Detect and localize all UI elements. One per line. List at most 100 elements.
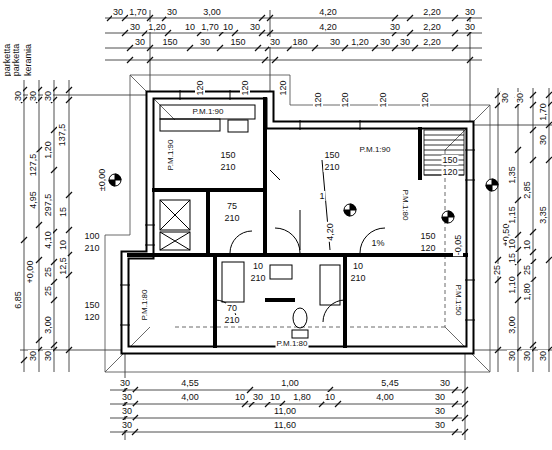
- dimension-label: 1,20: [147, 22, 167, 32]
- plan-stroke: [263, 97, 267, 253]
- dimension-label: 30: [522, 350, 532, 362]
- dimension-label: 120: [278, 79, 288, 96]
- dimension-label: 120: [340, 91, 350, 108]
- plan-stroke: [36, 257, 42, 263]
- dimension-label: 3,00: [507, 315, 517, 335]
- plan-stroke: [217, 45, 223, 51]
- dimension-label: 120: [240, 79, 250, 96]
- dimension-label: 1: [318, 191, 325, 201]
- plan-stroke: [344, 204, 356, 216]
- plan-stroke: [342, 45, 348, 51]
- plan-stroke: [323, 300, 345, 322]
- dimension-label: 150: [161, 37, 178, 47]
- dimension-label: 2,85: [522, 180, 532, 200]
- dimension-label: 210: [349, 273, 366, 283]
- dimension-label: -0,05: [453, 234, 463, 257]
- dimension-label: 12,5: [58, 256, 68, 276]
- plan-stroke: [120, 285, 130, 286]
- plan-stroke: [66, 347, 72, 353]
- dimension-label: 4,10: [43, 230, 53, 250]
- dimension-label: P.M.1:90: [192, 107, 225, 117]
- plan-stroke: [66, 87, 72, 93]
- plan-stroke: [515, 147, 521, 153]
- plan-stroke: [222, 262, 244, 302]
- plan-stroke: [452, 429, 458, 435]
- plan-stroke: [147, 57, 153, 63]
- dimension-label: 120: [420, 91, 430, 108]
- dimension-label: P.M.1:80: [140, 289, 150, 322]
- dimension-label: 30: [515, 92, 525, 104]
- dimension-label: 120: [313, 91, 323, 108]
- plan-stroke: [546, 157, 552, 163]
- dimension-label: 11,00: [273, 406, 297, 416]
- dimension-label: 1,70: [128, 7, 148, 17]
- plan-stroke: [160, 200, 190, 230]
- plan-stroke: [465, 280, 475, 281]
- plan-stroke: [442, 211, 454, 223]
- plan-stroke: [265, 298, 295, 302]
- plan-stroke: [206, 192, 210, 253]
- dimension-label: 30: [129, 22, 141, 32]
- dimension-label: 10: [522, 239, 532, 251]
- plan-stroke: [495, 257, 501, 263]
- level-symbols: [109, 174, 498, 223]
- plan-stroke: [462, 401, 468, 407]
- plan-stroke: [549, 88, 550, 372]
- plan-stroke: [293, 308, 307, 328]
- roof-outline: [105, 75, 490, 372]
- dimension-label: 25: [522, 264, 532, 276]
- plan-stroke: [24, 80, 25, 372]
- dimension-label: 10: [324, 392, 336, 402]
- plan-stroke: [498, 88, 499, 372]
- plan-stroke: [36, 337, 42, 343]
- dimension-label: 30: [389, 22, 401, 32]
- plan-stroke: [530, 92, 536, 98]
- dimension-label: 2,20: [422, 37, 442, 47]
- plan-stroke: [147, 15, 153, 21]
- dimension-label: 297,5: [43, 193, 53, 218]
- plan-stroke: [21, 357, 27, 363]
- dimension-label: 30: [399, 37, 411, 47]
- plan-stroke: [424, 140, 464, 141]
- plan-stroke: [412, 45, 418, 51]
- dimension-label: 1,35: [507, 165, 517, 185]
- plan-stroke: [407, 30, 413, 36]
- plan-stroke: [213, 257, 217, 348]
- plan-stroke: [442, 211, 454, 223]
- plan-stroke: [160, 105, 255, 119]
- plan-stroke: [360, 228, 385, 253]
- window-marks: [120, 90, 475, 325]
- dimension-label: P.M.1:80: [400, 189, 410, 222]
- plan-stroke: [267, 30, 273, 36]
- plan-stroke: [66, 227, 72, 233]
- dimension-label: 3,00: [43, 315, 53, 335]
- plan-stroke: [452, 415, 458, 421]
- dimension-label: 4,20: [318, 7, 338, 17]
- dimension-label: 1,20: [43, 140, 53, 160]
- dimension-label: 10: [234, 392, 246, 402]
- plan-stroke: [518, 88, 519, 372]
- plan-stroke: [465, 320, 475, 321]
- plan-stroke: [105, 48, 482, 49]
- dimension-label: 75: [226, 201, 238, 211]
- dimension-label: 30: [434, 406, 446, 416]
- dimension-label: P.M.1:80: [276, 339, 309, 349]
- plan-stroke: [259, 15, 265, 21]
- dimension-label: 30: [121, 406, 133, 416]
- plan-stroke: [418, 127, 422, 180]
- dimension-label: P.M.1:50: [453, 284, 463, 317]
- dimension-ticks: [21, 15, 552, 435]
- plan-stroke: [495, 347, 501, 353]
- dimension-label: 120: [195, 79, 205, 96]
- dimension-label: 30: [269, 37, 281, 47]
- plan-stroke: [344, 204, 356, 216]
- plan-stroke: [110, 432, 462, 433]
- dimension-label: 30: [28, 350, 38, 362]
- plan-stroke: [105, 60, 482, 61]
- plan-stroke: [105, 75, 490, 372]
- plan-stroke: [372, 45, 378, 51]
- plan-stroke: [467, 57, 473, 63]
- dimension-label: 1,70: [200, 22, 220, 32]
- plan-stroke: [109, 174, 121, 186]
- plan-stroke: [275, 228, 300, 253]
